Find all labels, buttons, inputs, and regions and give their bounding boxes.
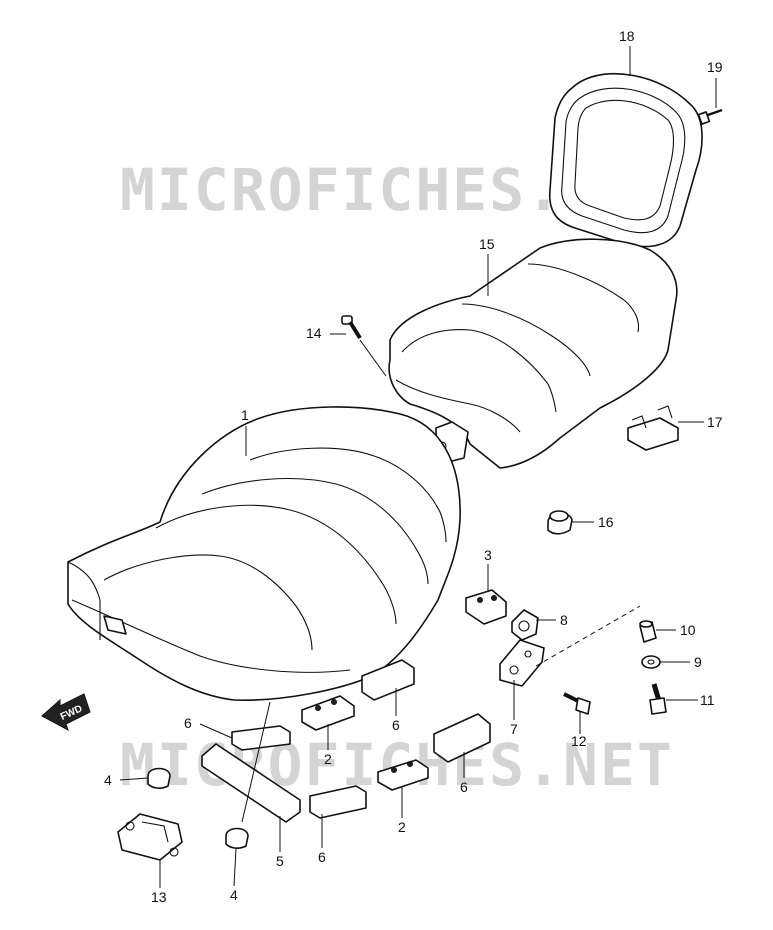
bracket-2-upper[interactable]: [301, 695, 355, 731]
callout-15: 15: [479, 236, 495, 252]
callout-13: 13: [151, 889, 167, 905]
bolt-12[interactable]: [563, 692, 591, 715]
callouts: 18 19 15 14 1 17 16 3 8 10 9 11 7 12 6 6…: [104, 28, 723, 905]
bolt-11[interactable]: [649, 683, 667, 715]
nut-16[interactable]: [547, 510, 573, 535]
rear-seat[interactable]: [388, 238, 678, 469]
nut-4-left[interactable]: [147, 767, 171, 789]
rubber-6-center[interactable]: [309, 785, 367, 819]
callout-4-left: 4: [104, 772, 112, 788]
block-3[interactable]: [465, 589, 507, 625]
collar-10[interactable]: [639, 620, 657, 643]
rubber-6-top[interactable]: [361, 659, 415, 701]
backrest-pad[interactable]: [548, 73, 703, 248]
bracket-17[interactable]: [627, 405, 679, 451]
callout-2-upper: 2: [324, 751, 332, 767]
callout-16: 16: [598, 514, 614, 530]
callout-11: 11: [700, 692, 715, 708]
callout-6-right: 6: [460, 779, 468, 795]
washer-9[interactable]: [641, 655, 661, 669]
callout-4-bottom: 4: [230, 887, 238, 903]
long-pad-5[interactable]: [201, 701, 301, 823]
callout-2-lower: 2: [398, 819, 406, 835]
leader-lines: [119, 46, 717, 888]
callout-6-left: 6: [184, 715, 192, 731]
callout-18: 18: [619, 28, 635, 44]
callout-12: 12: [571, 733, 587, 749]
callout-8: 8: [560, 612, 568, 628]
callout-10: 10: [680, 622, 696, 638]
callout-17: 17: [707, 414, 723, 430]
front-seat[interactable]: [67, 406, 461, 702]
nut-4-bottom[interactable]: [225, 827, 249, 849]
callout-9: 9: [694, 654, 702, 670]
callout-5: 5: [276, 853, 284, 869]
rubber-6-right[interactable]: [433, 713, 491, 763]
plate-7[interactable]: [499, 605, 641, 687]
callout-6-top: 6: [392, 717, 400, 733]
bolt-14[interactable]: [341, 315, 387, 377]
callout-14: 14: [306, 325, 322, 341]
rubber-6-left[interactable]: [231, 725, 291, 751]
fwd-arrow-icon: FWD: [41, 693, 91, 732]
screw-19[interactable]: [697, 108, 723, 125]
bracket-2-lower[interactable]: [377, 759, 429, 791]
callout-6-center: 6: [318, 849, 326, 865]
plate-13[interactable]: [117, 813, 183, 861]
callout-7: 7: [510, 721, 518, 737]
callout-1: 1: [241, 407, 249, 423]
callout-19: 19: [707, 59, 723, 75]
clamp-8[interactable]: [511, 609, 539, 641]
callout-3: 3: [484, 547, 492, 563]
